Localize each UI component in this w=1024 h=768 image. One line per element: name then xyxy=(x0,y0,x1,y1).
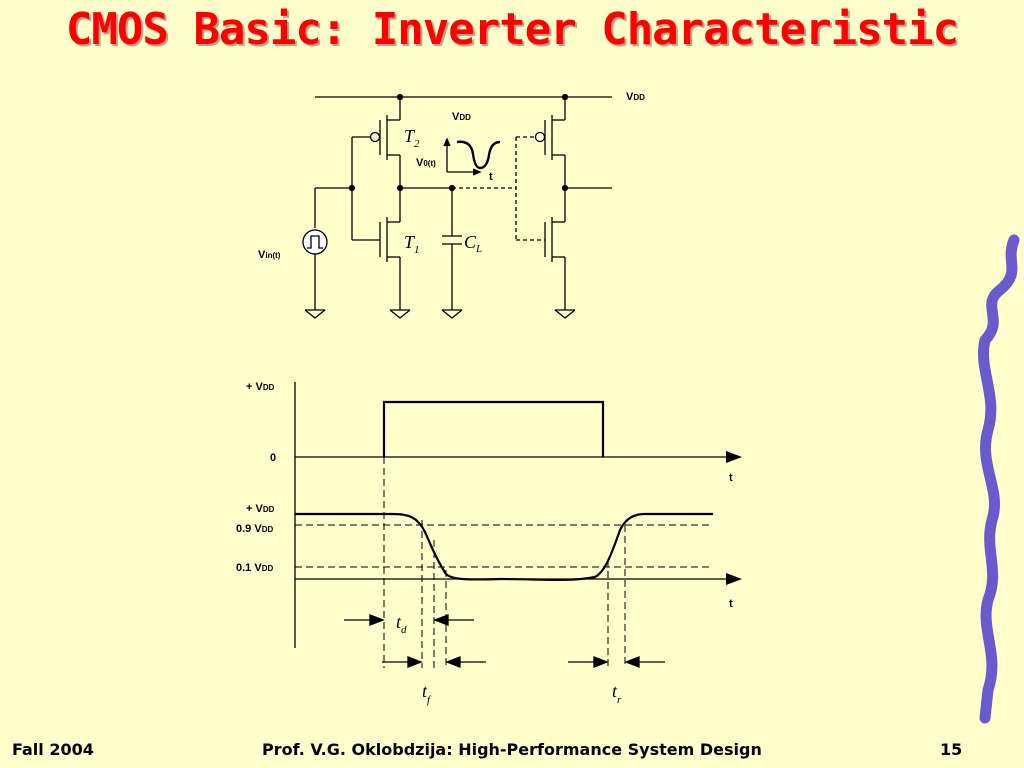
t1-label: T1 xyxy=(404,232,420,256)
slide-title: CMOS Basic: Inverter Characteristic xyxy=(65,4,959,55)
tf-label: tf xyxy=(422,681,432,706)
vout-mini-plot xyxy=(443,137,501,176)
vdd-source-label: VDD xyxy=(452,111,471,123)
ground-symbols xyxy=(304,309,576,319)
vin-source xyxy=(302,188,328,310)
output-t-label: t xyxy=(729,598,733,610)
input-zero-label: 0 xyxy=(270,452,276,464)
vout-time-label: t xyxy=(489,171,493,183)
tr-arrows xyxy=(568,656,665,668)
vdd-rail-label: VDD xyxy=(626,91,645,103)
t2-label: T2 xyxy=(404,126,420,150)
nmos-t1 xyxy=(352,188,401,310)
tr-label: tr xyxy=(612,681,622,706)
inverter-circuit xyxy=(302,93,612,319)
output-10-label: 0.1 VDD xyxy=(236,562,273,574)
tf-arrows xyxy=(382,656,486,668)
footer-author: Prof. V.G. Oklobdzija: High-Performance … xyxy=(262,740,762,759)
decorative-squiggle xyxy=(978,234,1020,724)
footer-date: Fall 2004 xyxy=(12,740,94,759)
td-label: td xyxy=(396,612,407,636)
input-pulse xyxy=(382,400,605,457)
load-inverter xyxy=(515,97,612,310)
output-high-label: + VDD xyxy=(246,503,275,515)
output-waveform xyxy=(295,512,713,581)
output-90-label: 0.9 VDD xyxy=(236,523,273,535)
footer-page-number: 15 xyxy=(940,740,963,759)
input-high-label: + VDD xyxy=(246,381,275,393)
td-arrows xyxy=(344,614,474,626)
input-t-label: t xyxy=(729,472,733,484)
pmos-t2 xyxy=(352,97,401,188)
timing-diagram xyxy=(294,382,742,668)
load-capacitor xyxy=(442,188,462,310)
vin-label: Vin(t) xyxy=(258,249,281,261)
vout-label: V0(t) xyxy=(416,157,436,169)
cl-label: CL xyxy=(464,232,482,255)
